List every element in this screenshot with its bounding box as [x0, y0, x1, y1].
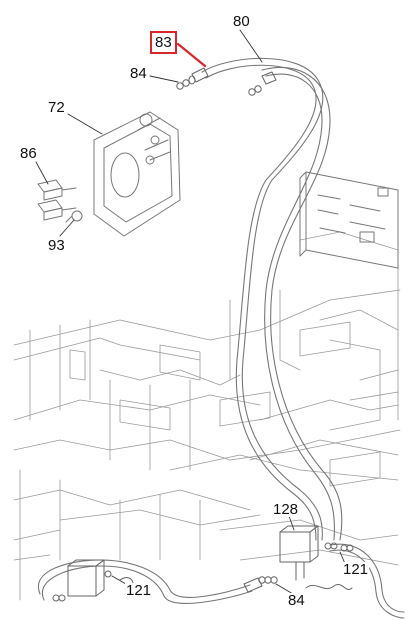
callout-83-highlighted: 83: [150, 31, 177, 54]
tube-part-80: [201, 57, 343, 541]
callout-121-right: 121: [342, 561, 370, 578]
o-rings-part-84-top: [176, 71, 277, 96]
fitting-part-83: [188, 67, 209, 85]
callout-86: 86: [19, 145, 38, 162]
callout-121-bottom: 121: [125, 582, 153, 599]
screw-part-93: [65, 210, 83, 223]
leader-lines: [35, 29, 347, 595]
lower-tube: [37, 543, 405, 619]
highlight-leader-83: [176, 42, 207, 68]
machine-frame-lines: [13, 231, 401, 601]
o-rings-part-84-bottom: [243, 576, 278, 593]
right-solenoid-valve: [279, 525, 354, 590]
connectors-part-86: [37, 179, 77, 221]
callout-72: 72: [47, 99, 66, 116]
control-board: [299, 171, 399, 269]
callout-84-bottom: 84: [287, 592, 306, 609]
callout-80: 80: [232, 13, 251, 30]
callout-84-top: 84: [129, 65, 148, 82]
callout-93: 93: [47, 237, 66, 254]
callout-128: 128: [272, 501, 300, 518]
left-solenoid-valve: [52, 559, 134, 602]
bracket-part-72: [93, 111, 181, 237]
